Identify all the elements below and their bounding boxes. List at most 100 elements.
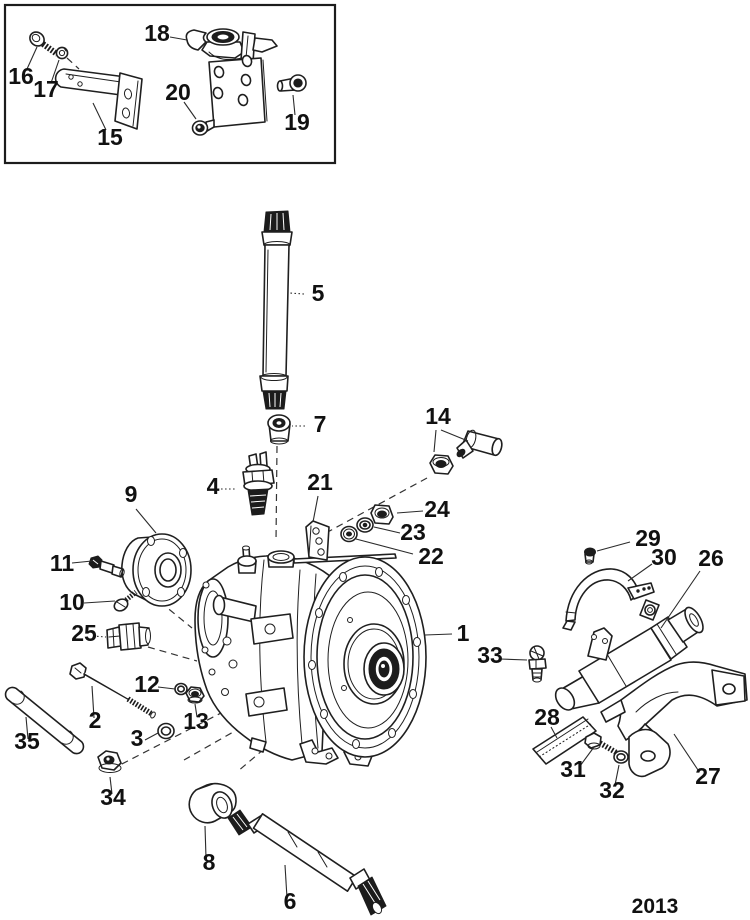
callout-leader-14: [440, 429, 469, 442]
part-21-bracket-drawing: [305, 520, 330, 561]
part-3-washer-drawing: [157, 722, 175, 740]
callout-leader-34: [109, 776, 113, 795]
callout-leader-2: [91, 685, 95, 719]
part-8-cap-drawing: [188, 782, 237, 824]
callout-leader-17: [50, 59, 60, 84]
part-26-cooler-drawing: [554, 599, 704, 711]
part-1-housing-drawing: [194, 545, 427, 767]
part-11-bolt-drawing: [88, 555, 125, 578]
callout-25: 25: [71, 620, 97, 646]
part-31-bolt-drawing: [584, 732, 619, 756]
part-25-plug-drawing: [106, 622, 151, 651]
callout-leader-1: [424, 633, 453, 636]
callout-leader-11: [71, 560, 93, 564]
callout-35: 35: [14, 728, 40, 754]
callout-leader-3: [144, 732, 159, 741]
callout-22: 22: [418, 543, 444, 569]
callout-leader-10: [83, 600, 116, 604]
callout-leader-19: [292, 94, 296, 116]
callout-26: 26: [698, 545, 724, 571]
callout-leader-30: [627, 563, 653, 582]
callout-34: 34: [100, 784, 126, 810]
callout-29: 29: [635, 525, 661, 551]
callout-28: 28: [534, 704, 560, 730]
callout-24: 24: [424, 496, 450, 522]
part-6-shaft-drawing: [227, 809, 387, 916]
callout-13: 13: [183, 708, 209, 734]
inset-box: [3, 3, 337, 165]
callout-27: 27: [695, 763, 721, 789]
callout-8: 8: [203, 849, 216, 875]
part-12-washer-drawing: [174, 682, 188, 696]
callout-5: 5: [312, 280, 325, 306]
part-2-bolt-drawing: [69, 662, 156, 719]
callout-leader-14: [433, 429, 437, 453]
callout-leader-8: [204, 825, 207, 859]
part-33-fitting-drawing: [528, 645, 547, 683]
callout-leader-9: [135, 508, 157, 534]
part-16-screw-drawing: [29, 31, 59, 57]
callout-12: 12: [134, 671, 160, 697]
callout-15: 15: [97, 124, 123, 150]
callout-30: 30: [651, 544, 677, 570]
part-14-elbow-fitting-drawing: [429, 429, 503, 475]
callout-leader-21: [312, 495, 319, 523]
callout-10: 10: [59, 589, 85, 615]
washer-guide-line: [66, 57, 80, 70]
callout-leader-29: [596, 541, 631, 552]
callout-17: 17: [33, 76, 59, 102]
callout-leader-6: [284, 864, 288, 899]
callout-4: 4: [207, 473, 220, 499]
callout-leader-24: [396, 510, 424, 514]
callout-31: 31: [560, 756, 586, 782]
callout-leader-20: [183, 101, 197, 120]
callout-9: 9: [125, 481, 138, 507]
part-22-washer-drawing: [340, 525, 358, 543]
callout-leader-32: [614, 764, 620, 786]
callout-33: 33: [477, 642, 503, 668]
callout-21: 21: [307, 469, 333, 495]
part-20-nut-drawing: [191, 120, 209, 136]
callout-20: 20: [165, 79, 191, 105]
part-19-bolt-drawing: [276, 74, 307, 92]
callout-leader-26: [660, 570, 701, 629]
callout-leader-23: [373, 526, 401, 534]
part-4-sensor-drawing: [242, 451, 275, 516]
part-29-plug-drawing: [584, 547, 596, 565]
callout-leader-31: [579, 746, 595, 767]
callout-leader-16: [26, 46, 38, 70]
part-35-stud-drawing: [4, 686, 85, 755]
callout-leader-35: [25, 716, 29, 740]
callout-3: 3: [131, 725, 144, 751]
callout-leader-18: [169, 36, 188, 41]
part-5-tube-drawing: [259, 210, 293, 410]
callout-2: 2: [89, 707, 102, 733]
part-10-bolt-drawing: [113, 590, 138, 612]
callout-11: 11: [50, 550, 75, 576]
callout-7: 7: [314, 411, 327, 437]
part-7-fitting-drawing: [267, 414, 291, 445]
callout-19: 19: [284, 109, 310, 135]
callout-23: 23: [400, 519, 426, 545]
year-label: 2013: [632, 895, 679, 918]
callout-leader-13: [194, 703, 198, 718]
part-15-bracket-drawing: [54, 68, 143, 130]
callout-14: 14: [425, 403, 451, 429]
part-23-washer-drawing: [356, 517, 374, 533]
callout-18: 18: [144, 20, 170, 46]
callout-leader-12: [157, 686, 176, 690]
callout-leader-28: [550, 726, 558, 739]
callout-leader-27: [673, 733, 699, 771]
part-27-bracket-drawing: [600, 661, 748, 778]
callout-leader-15: [92, 102, 107, 131]
callout-leader-33: [499, 658, 528, 661]
callout-16: 16: [8, 63, 34, 89]
part-17-washer-drawing: [55, 46, 69, 60]
part-24-nut-drawing: [370, 504, 394, 525]
callout-6: 6: [284, 888, 297, 914]
part-30-clamp-drawing: [562, 568, 655, 631]
part-13-nut-drawing: [185, 686, 205, 704]
